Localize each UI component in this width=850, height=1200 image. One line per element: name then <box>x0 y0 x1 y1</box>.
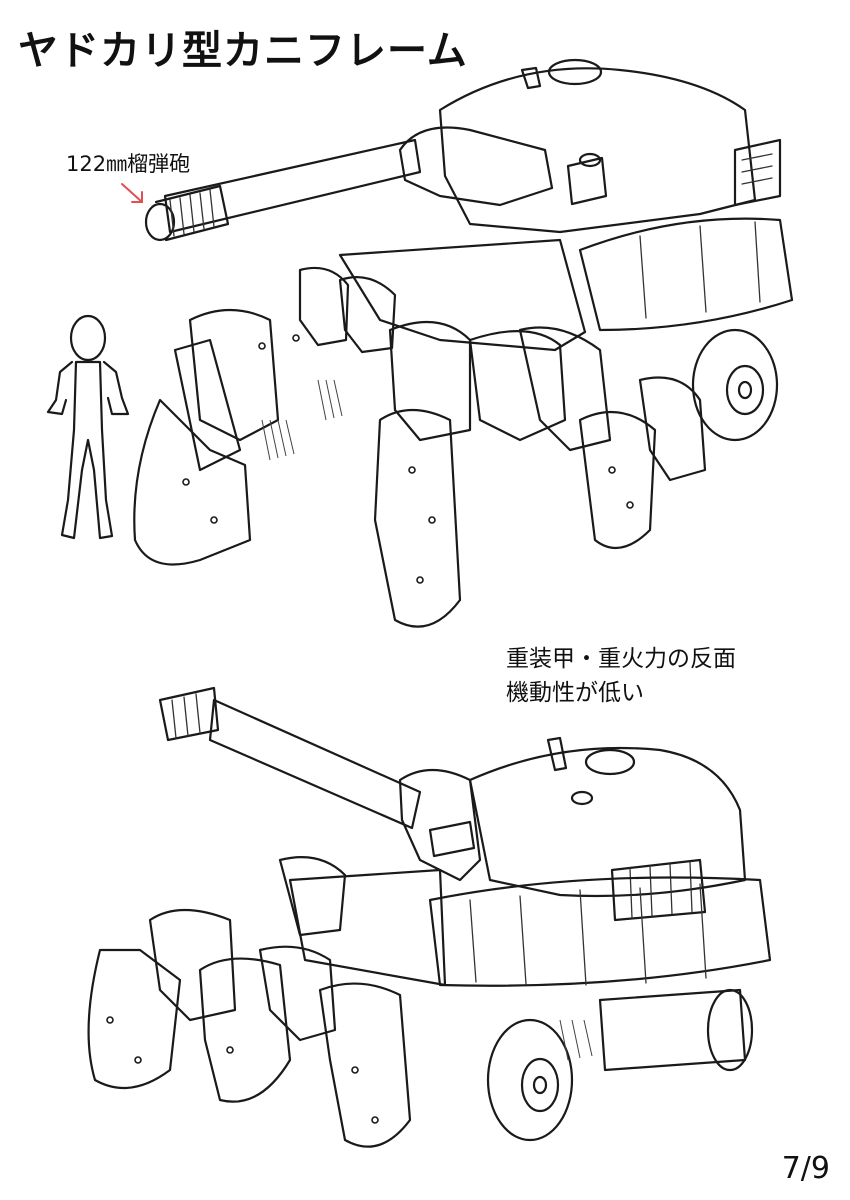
crab-legs-rear <box>87 856 593 1148</box>
hull-armor-ring <box>338 217 794 352</box>
caption-line-1: 重装甲・重火力の反面 <box>506 646 736 672</box>
rear-wheel <box>691 328 779 442</box>
caption-note: 重装甲・重火力の反面 機動性が低い <box>506 642 736 710</box>
crab-legs <box>133 266 707 628</box>
howitzer-barrel-rear-view <box>158 686 482 882</box>
human-scale-figure <box>46 314 130 540</box>
howitzer-barrel <box>144 126 554 242</box>
caption-line-2: 機動性が低い <box>506 680 644 706</box>
callout-arrow-icon <box>121 183 143 203</box>
rear-wheels <box>486 988 754 1142</box>
howitzer-label: 122㎜榴弾砲 <box>66 152 191 176</box>
hull-armor-ring-rear <box>288 868 772 1072</box>
turret-top <box>438 58 782 234</box>
turret-rear-view <box>468 736 747 922</box>
page-title: ヤドカリ型カニフレーム <box>18 28 468 74</box>
crab-frame-sketch-top <box>46 58 794 628</box>
page-number: 7/9 <box>781 1151 830 1186</box>
